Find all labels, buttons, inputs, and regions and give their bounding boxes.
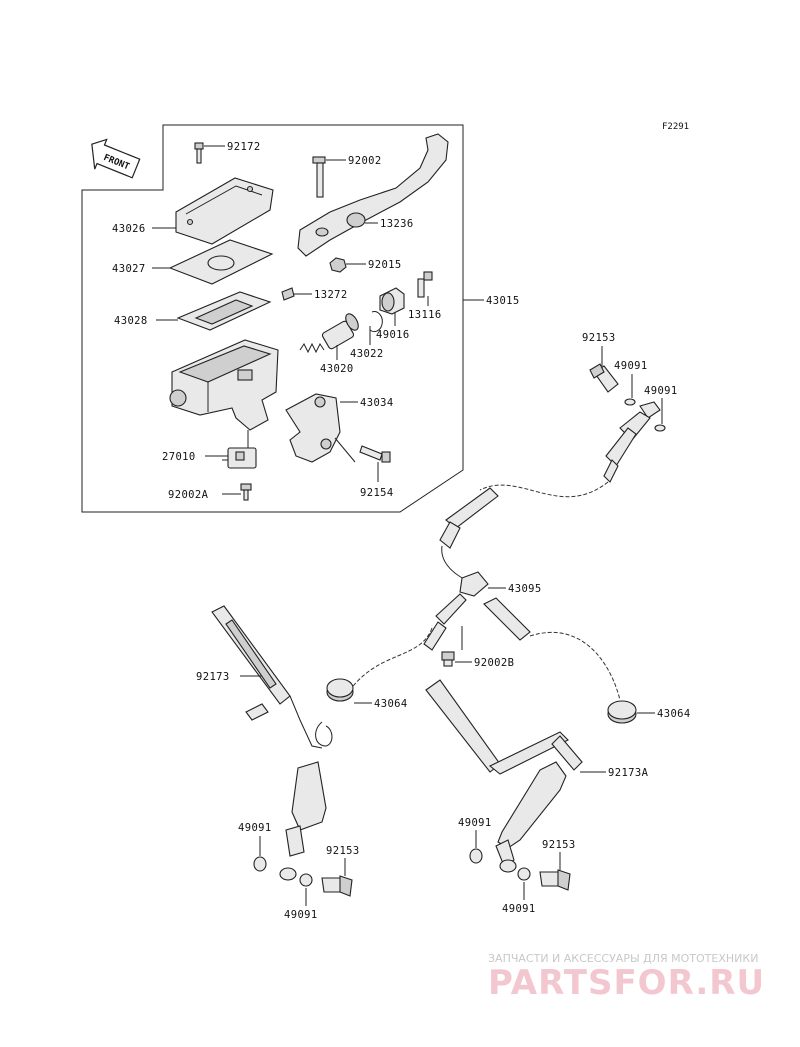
label-92002: 92002 bbox=[348, 155, 382, 167]
label-43026: 43026 bbox=[112, 223, 146, 235]
label-92154: 92154 bbox=[360, 487, 394, 499]
washer-49091-br1 bbox=[469, 848, 483, 864]
boot-49016 bbox=[379, 287, 405, 315]
clamp-43034 bbox=[285, 393, 341, 463]
label-92002A: 92002A bbox=[168, 489, 209, 501]
label-92002B: 92002B bbox=[474, 657, 514, 669]
grommet-43064-right bbox=[607, 700, 637, 724]
diaphragm-43028 bbox=[176, 291, 272, 331]
banjo-bolt-92153-top bbox=[589, 363, 619, 393]
bracket-92173A bbox=[425, 679, 583, 775]
washer-49091-br2 bbox=[517, 867, 531, 881]
front-arrow-icon: FRONT bbox=[91, 138, 141, 179]
label-49091-br1: 49091 bbox=[458, 817, 492, 829]
bolt-92002 bbox=[312, 156, 326, 198]
label-49091-top1: 49091 bbox=[614, 360, 648, 372]
washer-49091-bl1 bbox=[253, 856, 267, 872]
label-43015: 43015 bbox=[486, 295, 520, 307]
joint-43095 bbox=[435, 571, 531, 641]
label-49091-bl1: 49091 bbox=[238, 822, 272, 834]
screw-92002A bbox=[240, 483, 252, 501]
label-27010: 27010 bbox=[162, 451, 196, 463]
brake-hose-main bbox=[479, 481, 609, 498]
label-43034: 43034 bbox=[360, 397, 394, 409]
washer-49091-top1 bbox=[624, 398, 636, 406]
label-49091-br2: 49091 bbox=[502, 903, 536, 915]
label-49091-bl2: 49091 bbox=[284, 909, 318, 921]
label-92172: 92172 bbox=[227, 141, 261, 153]
watermark-tagline: ЗАПЧАСТИ И АКСЕССУАРЫ ДЛЯ МОТОТЕХНИКИ bbox=[488, 952, 758, 965]
label-92153-top: 92153 bbox=[582, 332, 616, 344]
bracket-92173 bbox=[211, 605, 323, 749]
hose-end-left bbox=[279, 761, 327, 881]
clip-13272 bbox=[281, 287, 295, 301]
brake-lever-13236 bbox=[297, 133, 449, 257]
label-92015: 92015 bbox=[368, 259, 402, 271]
label-43095: 43095 bbox=[508, 583, 542, 595]
label-92153-br: 92153 bbox=[542, 839, 576, 851]
branch-hose-right bbox=[529, 631, 621, 701]
label-13236: 13236 bbox=[380, 218, 414, 230]
screw-92172 bbox=[194, 142, 204, 164]
label-43020: 43020 bbox=[320, 363, 354, 375]
label-92173A: 92173A bbox=[608, 767, 649, 779]
label-43064-left: 43064 bbox=[374, 698, 408, 710]
label-49091-top2: 49091 bbox=[644, 385, 678, 397]
figure-code: F2291 bbox=[662, 122, 689, 132]
circlip-43022 bbox=[369, 311, 383, 333]
bolt-92002B bbox=[441, 651, 455, 667]
nut-92015 bbox=[329, 257, 347, 273]
label-43027: 43027 bbox=[112, 263, 146, 275]
grommet-43064-left bbox=[326, 678, 354, 702]
label-43022: 43022 bbox=[350, 348, 384, 360]
washer-49091-bl2 bbox=[299, 873, 313, 887]
plate-43027 bbox=[168, 239, 274, 285]
branch-hose-left bbox=[349, 627, 433, 691]
banjo-bolt-92153-right bbox=[539, 869, 571, 891]
label-49016: 49016 bbox=[376, 329, 410, 341]
bolt-92154 bbox=[359, 445, 391, 463]
master-cylinder-body bbox=[169, 339, 279, 431]
pin-13116 bbox=[417, 271, 433, 298]
hose-fitting-top bbox=[603, 401, 661, 483]
watermark-logo: PARTSFOR.RU bbox=[488, 963, 765, 1003]
hose-fitting-mid bbox=[439, 487, 499, 549]
switch-27010 bbox=[222, 447, 257, 469]
washer-49091-top2 bbox=[654, 424, 666, 432]
label-13116: 13116 bbox=[408, 309, 442, 321]
label-13272: 13272 bbox=[314, 289, 348, 301]
piston-43020 bbox=[299, 313, 359, 354]
label-92153-bl: 92153 bbox=[326, 845, 360, 857]
label-43064-right: 43064 bbox=[657, 708, 691, 720]
banjo-bolt-92153-left bbox=[321, 875, 353, 897]
hose-end-right bbox=[495, 761, 567, 873]
label-92173: 92173 bbox=[196, 671, 230, 683]
assembly-frame bbox=[81, 124, 464, 513]
label-43028: 43028 bbox=[114, 315, 148, 327]
reservoir-cap-43026 bbox=[175, 177, 274, 245]
